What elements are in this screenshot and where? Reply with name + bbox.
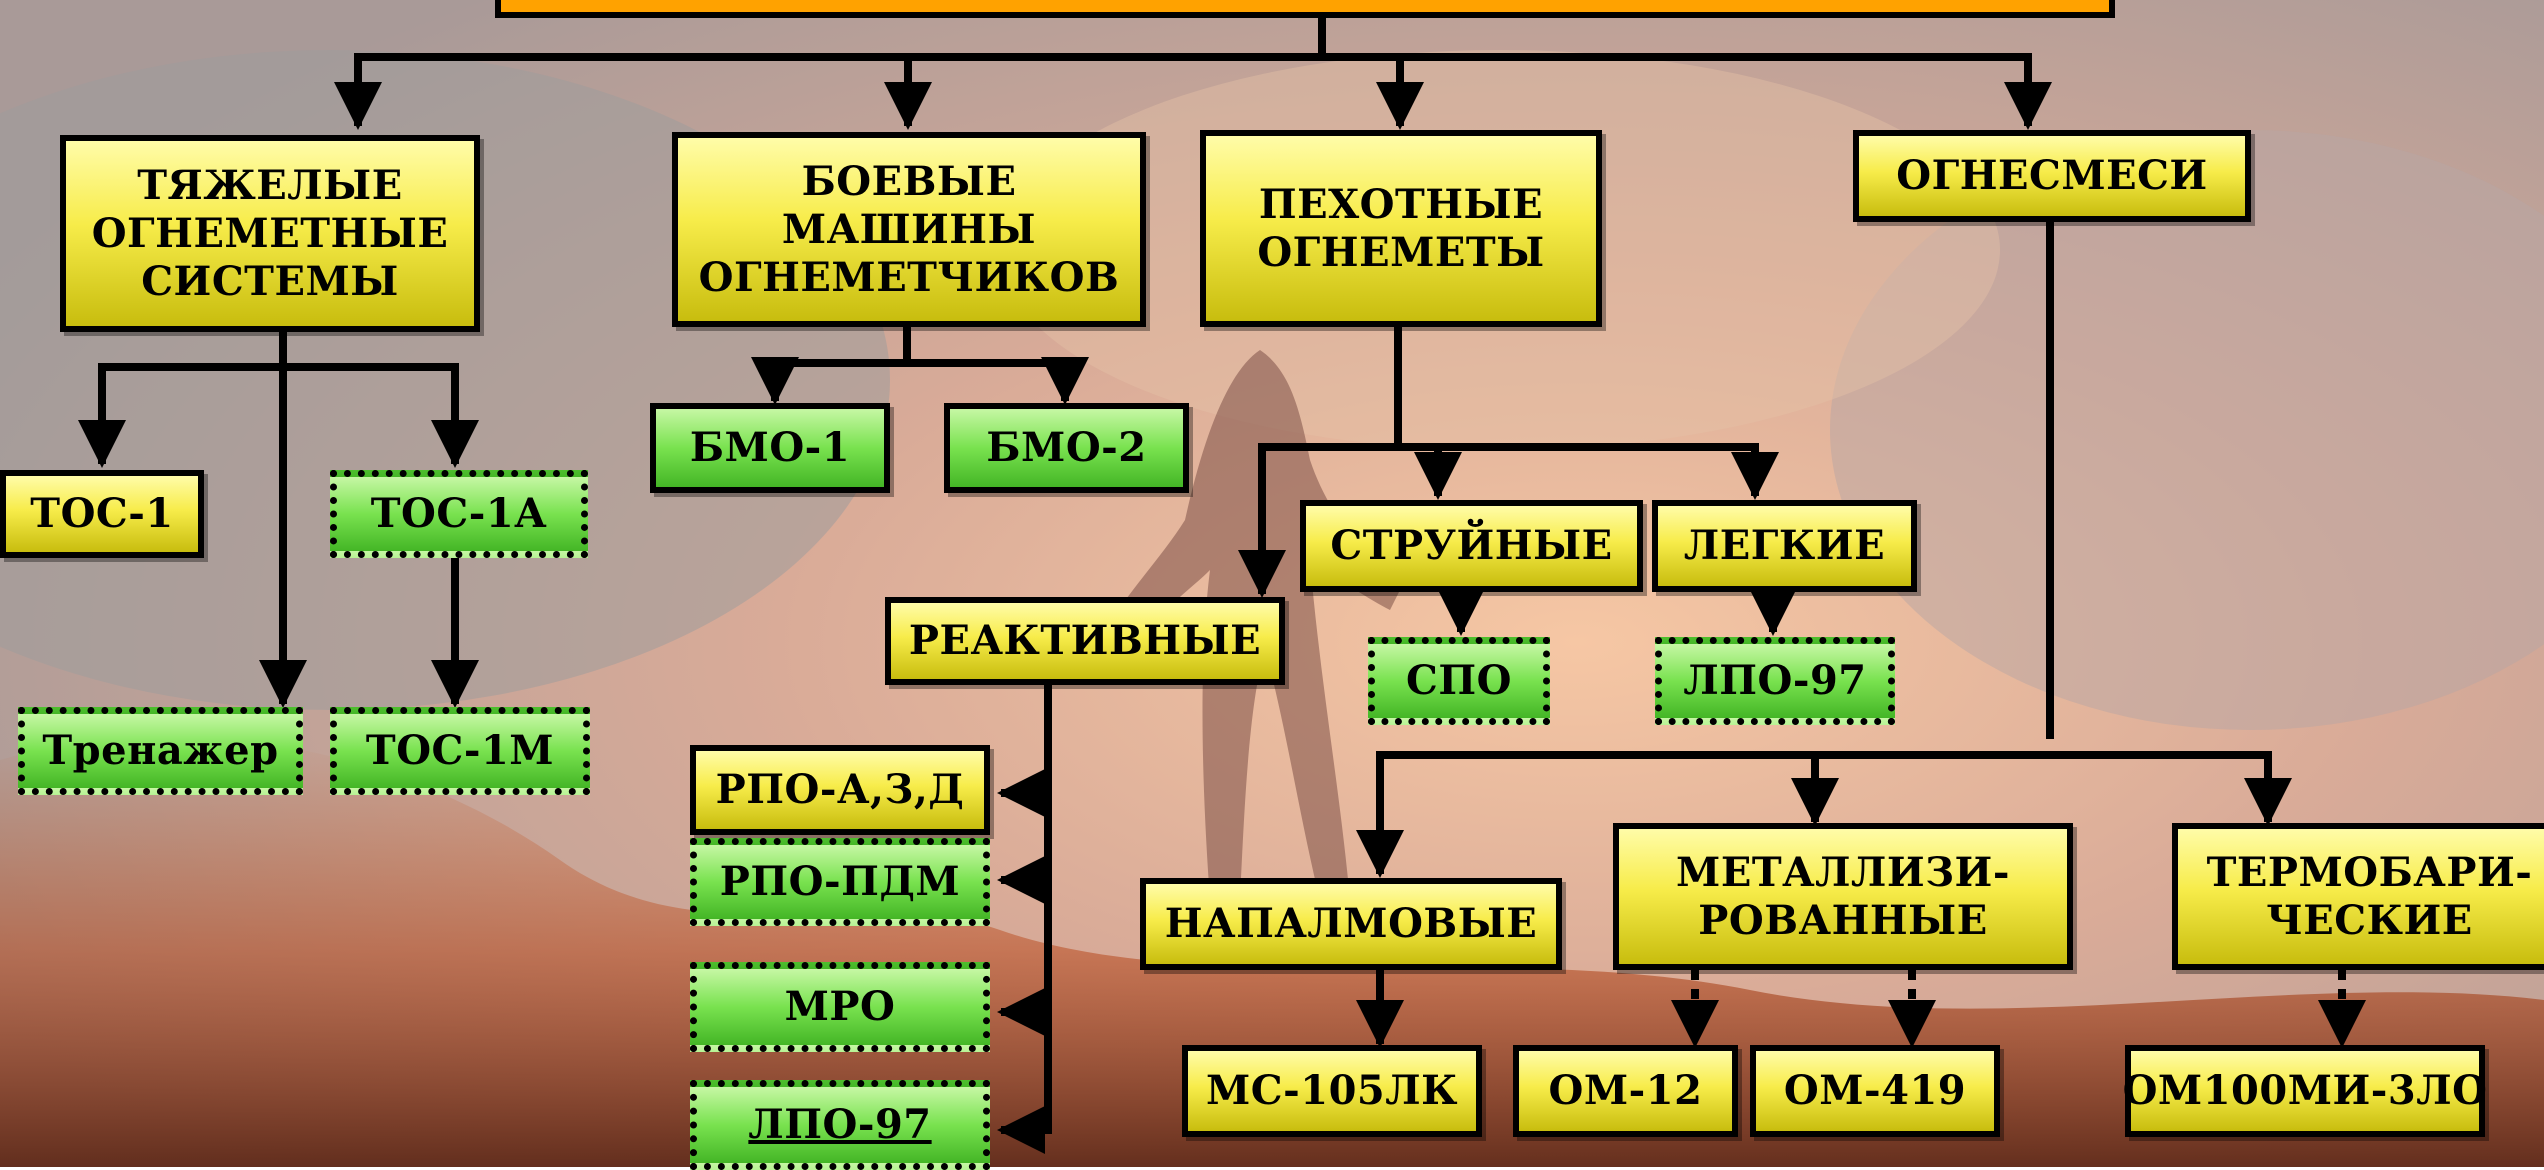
jet-node: СТРУЙНЫЕ (1300, 500, 1643, 592)
mro-node: МРО (690, 962, 990, 1052)
ms105lk-node: МС-105ЛК (1182, 1045, 1482, 1137)
light-node: ЛЕГКИЕ (1652, 500, 1917, 592)
tos1-node: ТОС-1 (0, 470, 204, 558)
bmo2-node: БМО-2 (944, 403, 1189, 493)
lpo97-light-node: ЛПО-97 (1655, 637, 1895, 725)
infantry-flamethrowers-node: ПЕХОТНЫЕ ОГНЕМЕТЫ (1200, 130, 1602, 327)
om100mi-3lo-node: ОМ100МИ-3ЛО (2125, 1045, 2485, 1137)
napalm-node: НАПАЛМОВЫЕ (1140, 878, 1562, 970)
lpo97-rocket-node: ЛПО-97 (690, 1080, 990, 1170)
spo-node: СПО (1368, 637, 1550, 725)
rocket-node: РЕАКТИВНЫЕ (885, 597, 1285, 685)
trainer-node: Тренажер (18, 707, 303, 795)
root-title-bar (495, 0, 2115, 18)
tos1a-node: ТОС-1А (330, 470, 588, 558)
fire-mixtures-node: ОГНЕСМЕСИ (1853, 130, 2251, 222)
rpo-azd-node: РПО-А,З,Д (690, 745, 990, 835)
rpo-pdm-node: РПО-ПДМ (690, 838, 990, 926)
combat-machines-node: БОЕВЫЕ МАШИНЫ ОГНЕМЕТЧИКОВ (672, 132, 1146, 327)
heavy-systems-node: ТЯЖЕЛЫЕ ОГНЕМЕТНЫЕ СИСТЕМЫ (60, 135, 480, 332)
metallized-node: МЕТАЛЛИЗИ-РОВАННЫЕ (1613, 823, 2073, 970)
tos1m-node: ТОС-1М (330, 707, 590, 795)
om12-node: ОМ-12 (1513, 1045, 1738, 1137)
om419-node: ОМ-419 (1750, 1045, 2000, 1137)
thermobaric-node: ТЕРМОБАРИ-ЧЕСКИЕ (2172, 823, 2544, 970)
bmo1-node: БМО-1 (650, 403, 890, 493)
